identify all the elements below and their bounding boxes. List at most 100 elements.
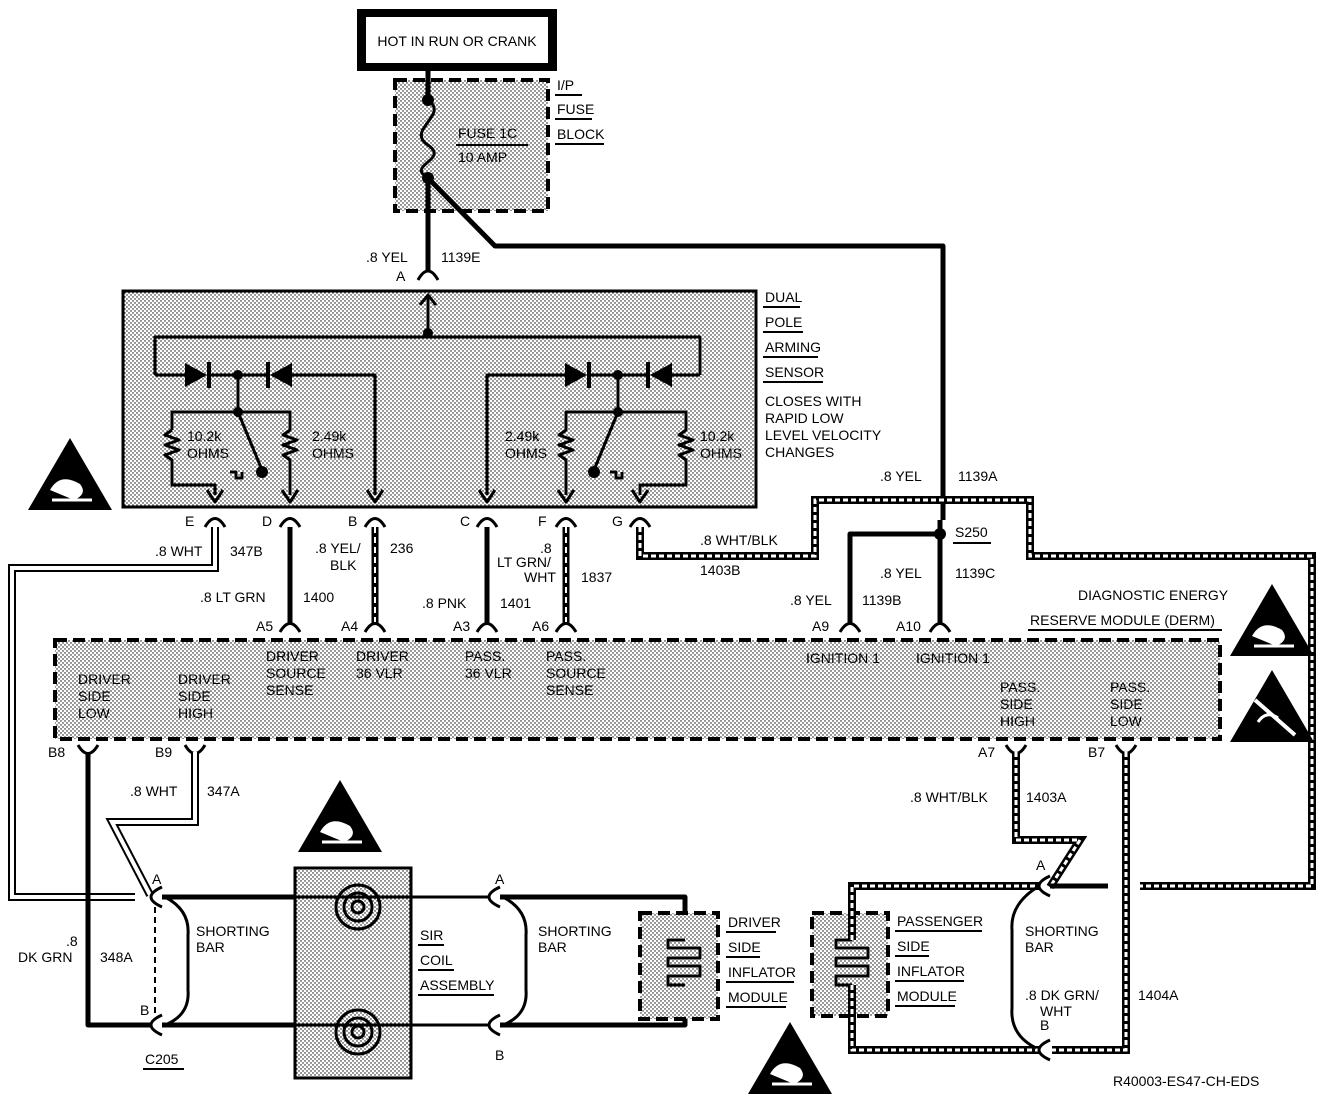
resistor-2-unit: OHMS xyxy=(312,445,354,461)
wire-1837-color-2: WHT xyxy=(524,569,556,585)
derm-field-10-l2: SIDE xyxy=(1110,696,1143,712)
connector-c205: A B C205 SHORTING BAR xyxy=(140,871,295,1070)
derm-bottom-pins: B8 B9 A7 B7 xyxy=(48,744,1138,760)
wire-1404a-number: 1404A xyxy=(1138,987,1179,1003)
derm-field-1-l3: LOW xyxy=(78,705,111,721)
wire-1401-number: 1401 xyxy=(500,595,531,611)
sensor-pin-arrows xyxy=(205,489,650,504)
c205-pin-a: A xyxy=(152,871,162,887)
wire-1401-color: .8 PNK xyxy=(422,595,467,611)
derm-field-9-l1: PASS. xyxy=(1000,679,1040,695)
sensor-connector-pins: E D B C F G xyxy=(185,513,652,529)
driver-module-label-2: SIDE xyxy=(728,939,761,955)
wire-1139e-color: .8 YEL xyxy=(366,249,408,265)
derm-field-6-l2: SOURCE xyxy=(546,665,606,681)
resistor-4-value: 10.2k xyxy=(700,428,735,444)
passenger-inflator-module: PASSENGER SIDE INFLATOR MODULE xyxy=(810,882,1108,1054)
sensor-pin-g: G xyxy=(612,513,623,529)
wire-347a-color: .8 WHT xyxy=(130,783,178,799)
derm-field-1-l2: SIDE xyxy=(78,688,111,704)
derm-field-4-l1: DRIVER xyxy=(356,648,409,664)
c205-label: C205 xyxy=(145,1051,179,1067)
sir-coil-label-1: SIR xyxy=(420,927,443,943)
c205-shorting-bar-2: BAR xyxy=(196,939,225,955)
warning-triangle-icon xyxy=(298,780,382,852)
warning-triangle-icon xyxy=(748,1022,832,1094)
resistor-4-unit: OHMS xyxy=(700,445,742,461)
power-source-label: HOT IN RUN OR CRANK xyxy=(377,33,537,49)
derm-pin-b7: B7 xyxy=(1088,744,1105,760)
sensor-desc-3: LEVEL VELOCITY xyxy=(765,427,882,443)
wire-1139c-number: 1139C xyxy=(955,565,995,581)
coil-spiral-bottom xyxy=(334,1008,382,1056)
derm-title-2: RESERVE MODULE (DERM) xyxy=(1030,612,1215,628)
pass-module-label-3: INFLATOR xyxy=(897,963,965,979)
wire-1400-color: .8 LT GRN xyxy=(200,589,266,605)
derm-title-1: DIAGNOSTIC ENERGY xyxy=(1078,587,1229,603)
sir-coil-assembly: SIR COIL ASSEMBLY xyxy=(293,866,495,1080)
derm-field-6-l1: PASS. xyxy=(546,648,586,664)
driver-conn-pin-b: B xyxy=(495,1047,504,1063)
resistor-3-value: 2.49k xyxy=(505,428,540,444)
derm-pin-b8: B8 xyxy=(48,744,65,760)
driver-module-label-3: INFLATOR xyxy=(728,964,796,980)
driver-inflator-module: DRIVER SIDE INFLATOR MODULE xyxy=(638,911,796,1021)
sensor-pin-e: E xyxy=(185,513,194,529)
fuse-name: FUSE 1C xyxy=(458,125,517,141)
fuse-rating: 10 AMP xyxy=(458,149,507,165)
pass-shorting-bar-2: BAR xyxy=(1025,939,1054,955)
derm-field-5-l1: PASS. xyxy=(465,648,505,664)
pass-shorting-bar-1: SHORTING xyxy=(1025,923,1099,939)
power-source-box: HOT IN RUN OR CRANK xyxy=(357,9,557,71)
sensor-desc-1: CLOSES WITH xyxy=(765,393,861,409)
pass-conn-pin-a: A xyxy=(1036,857,1046,873)
driver-module-label-1: DRIVER xyxy=(728,914,781,930)
sensor-title-2: POLE xyxy=(765,314,802,330)
warning-triangle-icon xyxy=(28,438,112,510)
sensor-title-1: DUAL xyxy=(765,289,803,305)
wire-1400-number: 1400 xyxy=(303,589,334,605)
resistor-3-unit: OHMS xyxy=(505,445,547,461)
wire-1139b-number: 1139B xyxy=(862,592,901,608)
sensor-derm-wires: .8 WHT 347B .8 LT GRN 1400 .8 YEL/ BLK 2… xyxy=(8,468,1316,901)
driver-module-label-4: MODULE xyxy=(728,989,788,1005)
derm-pin-b9: B9 xyxy=(155,744,172,760)
resistor-2-value: 2.49k xyxy=(312,428,347,444)
coil-spiral-top xyxy=(334,883,382,931)
derm-field-4-l2: 36 VLR xyxy=(356,665,403,681)
wire-348a-color: DK GRN xyxy=(18,949,72,965)
derm-field-8: IGNITION 1 xyxy=(916,650,990,666)
sensor-pin-f: F xyxy=(538,513,547,529)
pass-module-label-2: SIDE xyxy=(897,938,930,954)
diagram-id: R40003-ES47-CH-EDS xyxy=(1113,1073,1259,1089)
derm-pin-a7: A7 xyxy=(978,744,995,760)
sir-coil-label-3: ASSEMBLY xyxy=(420,977,495,993)
derm-field-3-l3: SENSE xyxy=(266,682,313,698)
splice-s250: S250 xyxy=(955,524,988,540)
derm-pin-a9: A9 xyxy=(812,618,829,634)
arming-sensor: 10.2k OHMS 2.49k OHMS 2.49k OHMS 10.2k O… xyxy=(121,289,882,509)
lower-wires: .8 DK GRN 348A .8 WHT 347A .8 WHT/BLK 14… xyxy=(18,752,1179,1054)
fuse-block-label-1: I/P xyxy=(557,77,574,93)
warning-triangle-icon xyxy=(1230,584,1314,656)
pass-module-label-1: PASSENGER xyxy=(897,913,983,929)
derm-field-3-l2: SOURCE xyxy=(266,665,326,681)
wire-1404a-color-1: .8 DK GRN/ xyxy=(1025,987,1099,1003)
pass-module-label-4: MODULE xyxy=(897,988,957,1004)
wire-1139e-number: 1139E xyxy=(441,249,480,265)
c205-shorting-bar-1: SHORTING xyxy=(196,923,270,939)
wire-347b-color: .8 WHT xyxy=(155,543,203,559)
wire-1139a-color: .8 YEL xyxy=(880,468,922,484)
derm-field-9-l3: HIGH xyxy=(1000,713,1035,729)
esd-warning-triangle-icon xyxy=(1230,670,1314,742)
wire-236-color-1: .8 YEL/ xyxy=(315,540,361,556)
c205-pin-b: B xyxy=(140,1002,149,1018)
wire-1837-number: 1837 xyxy=(581,569,612,585)
sensor-desc-4: CHANGES xyxy=(765,444,834,460)
fuse-block: FUSE 1C 10 AMP I/P FUSE BLOCK xyxy=(393,71,605,213)
wire-1404a-color-2: WHT xyxy=(1040,1003,1072,1019)
wire-1403a-color: .8 WHT/BLK xyxy=(910,789,988,805)
derm-pin-a10: A10 xyxy=(896,618,921,634)
fuse-block-label-2: FUSE xyxy=(557,101,594,117)
